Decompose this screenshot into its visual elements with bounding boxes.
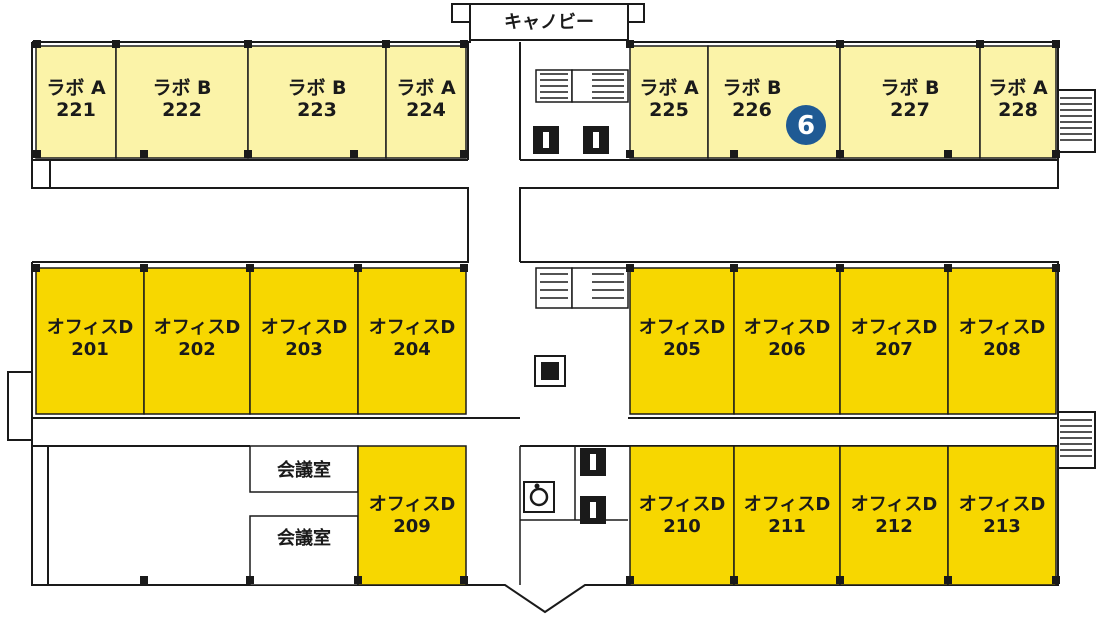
lab-number: 222: [162, 99, 202, 121]
male-restroom-icon: [580, 448, 606, 476]
lab-type: ラボ A: [639, 77, 699, 99]
lab-number: 225: [649, 99, 689, 121]
room-213[interactable]: [947, 445, 1057, 586]
room-208[interactable]: [947, 267, 1057, 415]
room-201[interactable]: [35, 267, 145, 415]
meeting-rooms: 会議室 会議室: [249, 445, 359, 586]
office-number: 208: [983, 339, 1021, 360]
office-number: 203: [285, 339, 323, 360]
location-badge[interactable]: 6: [786, 105, 826, 145]
meeting-room-label: 会議室: [277, 527, 331, 549]
room-207[interactable]: [839, 267, 949, 415]
female-restroom-icon: [583, 126, 609, 154]
room-224[interactable]: [385, 45, 467, 159]
office-type: オフィスD: [369, 494, 456, 515]
lab-number: 221: [56, 99, 96, 121]
room-210[interactable]: [629, 445, 735, 586]
lab-number: 226: [732, 99, 772, 121]
room-227[interactable]: [839, 45, 981, 159]
lab-number: 224: [406, 99, 446, 121]
labs-row: ラボ A 221 ラボ B 222 ラボ B 223 ラボ A 224 ラボ A…: [35, 45, 1057, 159]
office-number: 201: [71, 339, 109, 360]
office-type: オフィスD: [851, 494, 938, 515]
partition-walls: [519, 446, 628, 585]
lab-type: ラボ A: [46, 77, 106, 99]
badge-number: 6: [797, 111, 815, 141]
lab-number: 228: [998, 99, 1038, 121]
office-number: 206: [768, 339, 806, 360]
room-221[interactable]: [35, 45, 117, 159]
office-number: 212: [875, 516, 913, 537]
lab-type: ラボ A: [396, 77, 456, 99]
office-number: 204: [393, 339, 431, 360]
lab-type: ラボ A: [988, 77, 1048, 99]
stairs-icon: [535, 69, 629, 103]
room-204[interactable]: [357, 267, 467, 415]
lab-type: ラボ B: [880, 77, 939, 99]
lab-type: ラボ B: [287, 77, 346, 99]
room-225[interactable]: [629, 45, 709, 159]
room-222[interactable]: [115, 45, 249, 159]
lobby-area: キャノビー: [469, 3, 629, 41]
male-restroom-icon: [533, 126, 559, 154]
office-type: オフィスD: [369, 317, 456, 338]
lab-type: ラボ B: [152, 77, 211, 99]
office-type: オフィスD: [639, 317, 726, 338]
room-209[interactable]: [357, 445, 467, 586]
office-type: オフィスD: [154, 317, 241, 338]
office-type: オフィスD: [959, 494, 1046, 515]
office-number: 202: [178, 339, 216, 360]
offices-row-top: オフィスD 201 オフィスD 202 オフィスD 203 オフィスD 204 …: [35, 267, 1057, 415]
room-212[interactable]: [839, 445, 949, 586]
wheelchair-icon: [523, 481, 555, 513]
office-type: オフィスD: [47, 317, 134, 338]
office-type: オフィスD: [639, 494, 726, 515]
lab-number: 227: [890, 99, 930, 121]
stairs-icon: [1060, 97, 1092, 457]
meeting-room-label: 会議室: [277, 459, 331, 481]
offices-row-bottom: オフィスD 209 オフィスD 210 オフィスD 211 オフィスD 212 …: [357, 445, 1057, 586]
office-number: 213: [983, 516, 1021, 537]
room-228[interactable]: [979, 45, 1057, 159]
office-type: オフィスD: [744, 494, 831, 515]
office-type: オフィスD: [744, 317, 831, 338]
meeting-room[interactable]: [249, 445, 359, 493]
office-number: 209: [393, 516, 431, 537]
meeting-room[interactable]: [249, 515, 359, 586]
office-number: 207: [875, 339, 913, 360]
room-202[interactable]: [143, 267, 251, 415]
lab-type: ラボ B: [722, 77, 781, 99]
office-number: 205: [663, 339, 701, 360]
stairs-icon: [535, 267, 629, 309]
wall-markers: [32, 40, 1060, 584]
room-226[interactable]: [707, 45, 841, 159]
office-number: 210: [663, 516, 701, 537]
office-type: オフィスD: [261, 317, 348, 338]
office-type: オフィスD: [959, 317, 1046, 338]
lobby-label: キャノビー: [504, 12, 594, 33]
office-number: 211: [768, 516, 806, 537]
room-211[interactable]: [733, 445, 841, 586]
elevator-icon: [534, 355, 566, 387]
office-type: オフィスD: [851, 317, 938, 338]
lab-number: 223: [297, 99, 337, 121]
